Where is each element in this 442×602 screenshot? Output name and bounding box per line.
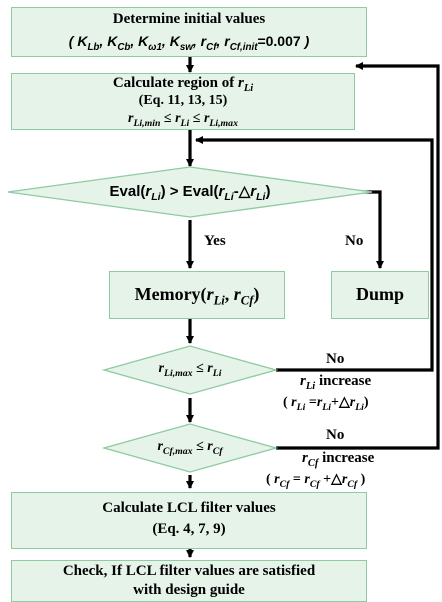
lcl-box: Calculate LCL filter values (Eq. 4, 7, 9… xyxy=(11,492,367,549)
region-range: rLi,min ≤ rLi ≤ rLi,max xyxy=(128,111,238,129)
cond-cf-label: rCf,max ≤ rCf xyxy=(157,439,223,457)
init-title: Determine initial values xyxy=(112,11,266,27)
cond-cf-diamond xyxy=(101,423,279,473)
region-title: Calculate region of rLi xyxy=(112,75,254,94)
init-box: Determine initial values ( KLb, KCb, Kω1… xyxy=(11,7,367,57)
memory-box: Memory(rLi, rCf) xyxy=(109,271,285,319)
lcl-eqs: (Eq. 4, 7, 9) xyxy=(152,521,226,537)
li-increase-label: rLi increase xyxy=(300,373,372,392)
check-line-2: with design guide xyxy=(133,582,245,598)
check-box: Check, If LCL filter values are satisfie… xyxy=(11,560,367,602)
no-label-li: No xyxy=(326,351,345,367)
no-label-cf: No xyxy=(326,427,345,443)
cond-li-diamond xyxy=(101,345,279,395)
eval-diamond xyxy=(7,166,373,218)
lcl-title: Calculate LCL filter values xyxy=(102,500,276,516)
memory-label: Memory(rLi, rCf) xyxy=(134,284,260,308)
init-params: ( KLb, KCb, Kω1, Ksw, rCf, rCf,init=0.00… xyxy=(68,33,310,53)
dump-label: Dump xyxy=(355,284,404,304)
cf-increase-formula: ( rCf = rCf +△rCf ) xyxy=(266,472,366,490)
cond-li-label: rLi,max ≤ rLi xyxy=(158,361,222,379)
dump-box: Dump xyxy=(331,271,429,319)
yes-label: Yes xyxy=(204,233,226,249)
check-line-1: Check, If LCL filter values are satisfie… xyxy=(62,563,316,579)
region-eqs: (Eq. 11, 13, 15) xyxy=(138,93,228,108)
loop-cond-li-to-eval xyxy=(195,136,434,372)
li-increase-formula: ( rLi =rLi+△rLi) xyxy=(283,395,369,413)
arrow-eval-to-dump xyxy=(356,190,384,269)
eval-label: Eval(rLi) > Eval(rLi-△rLi) xyxy=(109,183,271,203)
cf-increase-label: rCf increase xyxy=(302,450,375,469)
loop-cond-cf-to-region xyxy=(276,62,440,450)
region-box: Calculate region of rLi (Eq. 11, 13, 15)… xyxy=(11,73,355,130)
no-label-dump: No xyxy=(345,233,364,249)
